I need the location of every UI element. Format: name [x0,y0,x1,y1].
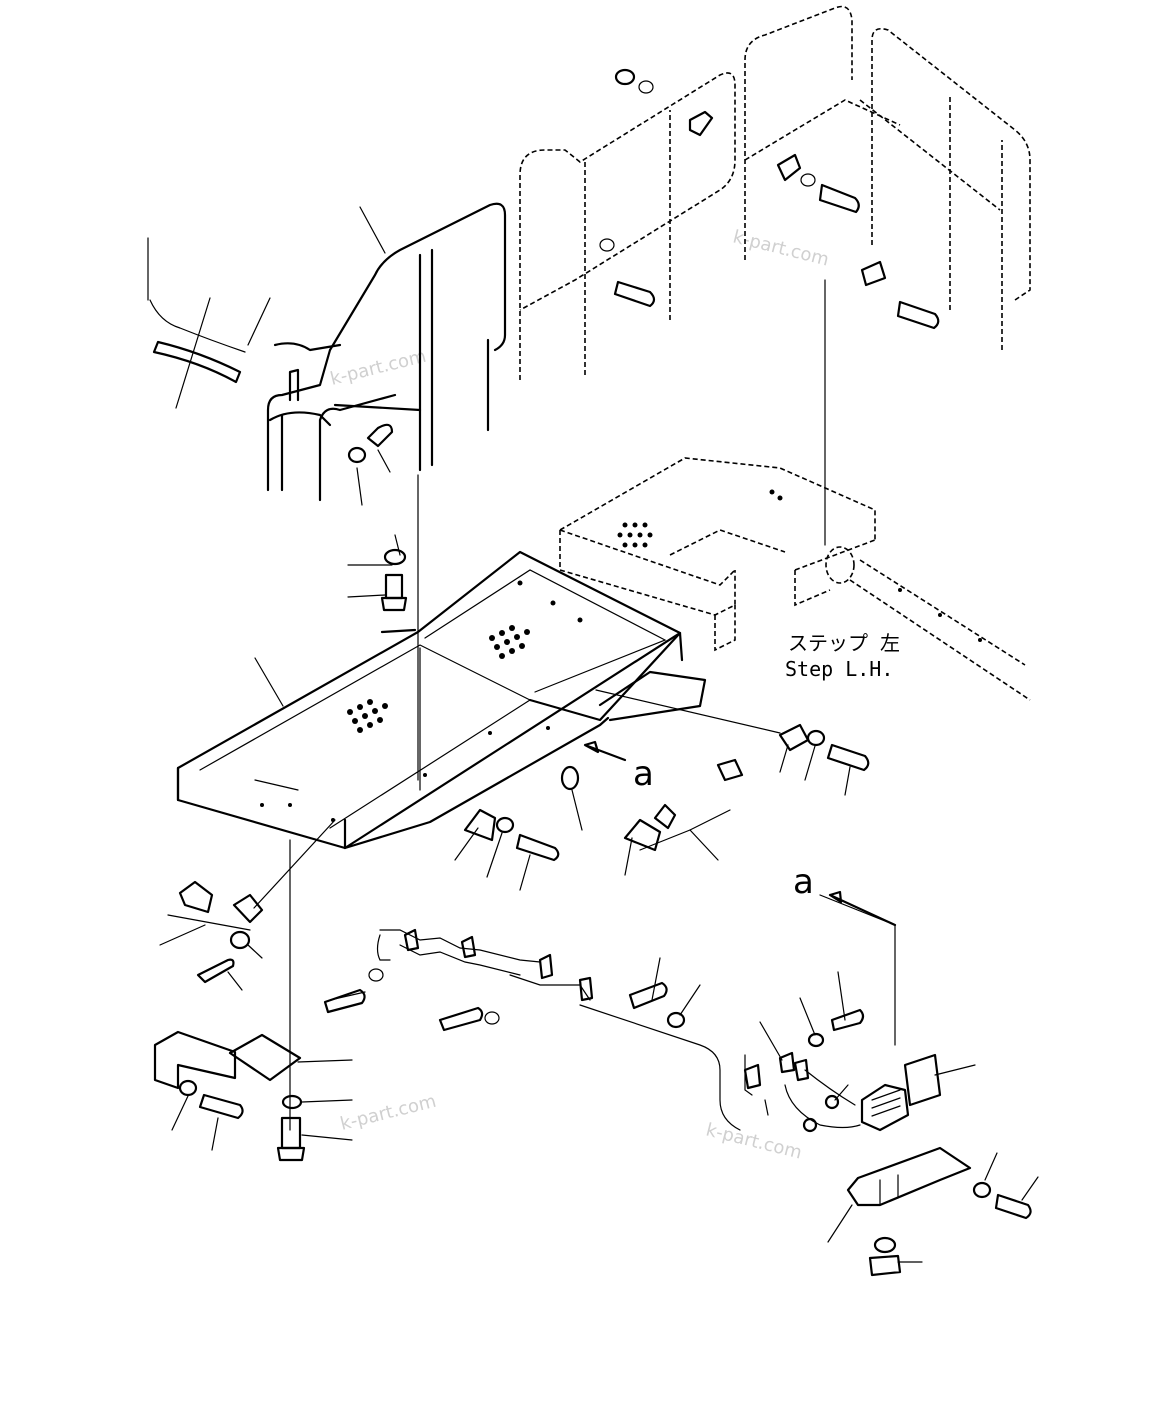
step-lh-label-en: Step L.H. [785,657,893,681]
step-lh-holes [617,489,982,642]
main-step-holes [260,580,583,822]
leader-lines-middle [253,534,851,1131]
step-brackets [463,723,870,862]
leader-lines-lower-right [651,957,1039,1263]
left-brackets [159,880,264,991]
handrail-cover-strip [152,340,242,384]
handrail-left [266,202,507,502]
arrow-a-lower [828,890,897,927]
watermark: k-part.com [704,1119,804,1163]
step-hardware-upper [380,548,408,612]
watermark: k-part.com [338,1091,438,1135]
handrail-hardware [347,423,394,464]
main-step-platform [176,550,707,850]
step-lh-label-jp: ステップ 左 [788,631,900,655]
step-lh-reference-dashed [559,279,1031,701]
lamp-assembly [628,894,1032,1277]
ref-label-a-lower: a [793,862,814,902]
leader-lines-upper [147,206,419,781]
watermark: k-part.com [731,226,831,270]
wire-clip [149,299,246,353]
arrow-a-upper [583,740,627,762]
leader-lines-lower-left [171,1059,353,1151]
handrail-reference-dashed [519,5,1031,380]
wiring-harness [323,928,741,1131]
top-hardware [599,68,940,330]
ref-label-a-upper: a [633,754,654,794]
lower-left-mount [153,1030,306,1162]
watermark: k-part.com [328,346,428,390]
